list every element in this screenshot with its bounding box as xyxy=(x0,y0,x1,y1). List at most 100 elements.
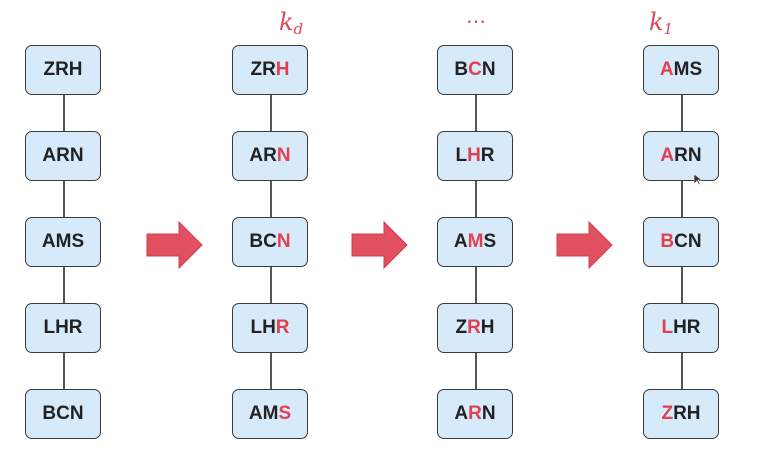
letter: H xyxy=(68,59,83,80)
highlighted-letter: R xyxy=(275,317,290,338)
letter: N xyxy=(687,231,702,252)
node-connector xyxy=(63,267,65,303)
letter: M xyxy=(55,231,72,252)
highlighted-letter: N xyxy=(276,231,291,252)
node-connector xyxy=(63,181,65,217)
node-connector xyxy=(681,95,683,131)
letter: R xyxy=(55,59,69,80)
node-connector xyxy=(475,353,477,389)
letter: A xyxy=(454,403,469,424)
letter: N xyxy=(481,403,496,424)
letter: S xyxy=(71,231,85,252)
highlighted-letter: Z xyxy=(661,403,674,424)
letter: H xyxy=(262,317,276,338)
letter: L xyxy=(43,317,56,338)
node-connector xyxy=(63,353,65,389)
letter: B xyxy=(249,231,264,252)
letter: A xyxy=(249,145,264,166)
letter: R xyxy=(263,145,277,166)
letter: R xyxy=(56,145,70,166)
letter: H xyxy=(480,317,495,338)
highlighted-letter: A xyxy=(659,59,674,80)
highlighted-letter: C xyxy=(468,59,482,80)
letter: C xyxy=(263,231,277,252)
right-arrow-icon xyxy=(146,221,203,269)
letter: A xyxy=(42,145,57,166)
label-kd-letter: k xyxy=(279,8,294,36)
letter: R xyxy=(68,317,83,338)
letter: H xyxy=(686,403,701,424)
node-connector xyxy=(270,267,272,303)
letter: C xyxy=(56,403,70,424)
letter: Z xyxy=(455,317,468,338)
right-arrow-icon xyxy=(351,221,408,269)
letter: H xyxy=(55,317,69,338)
mouse-pointer-icon xyxy=(694,174,702,186)
node-connector xyxy=(270,95,272,131)
highlighted-letter: L xyxy=(661,317,674,338)
letter: H xyxy=(673,317,687,338)
letter: Z xyxy=(250,59,263,80)
letter: N xyxy=(687,145,702,166)
letter: B xyxy=(42,403,57,424)
letter: R xyxy=(673,403,687,424)
label-k1-letter: k xyxy=(649,8,664,36)
highlighted-letter: R xyxy=(468,403,482,424)
node-connector xyxy=(270,181,272,217)
label-k1: k1 xyxy=(649,10,673,37)
label-kd-subscript: d xyxy=(293,20,304,38)
letter: N xyxy=(69,403,84,424)
letter: M xyxy=(262,403,279,424)
label-k1-subscript: 1 xyxy=(663,20,674,38)
highlighted-letter: H xyxy=(275,59,290,80)
node-connector xyxy=(475,181,477,217)
letter: R xyxy=(686,317,701,338)
node-connector xyxy=(681,181,683,217)
node-connector xyxy=(681,353,683,389)
letter: S xyxy=(483,231,497,252)
node-connector xyxy=(63,95,65,131)
letter: N xyxy=(69,145,84,166)
letter: S xyxy=(689,59,703,80)
highlighted-letter: M xyxy=(467,231,484,252)
highlighted-letter: H xyxy=(467,145,481,166)
right-arrow-icon xyxy=(556,221,613,269)
letter: B xyxy=(454,59,469,80)
label-ellipsis: … xyxy=(466,4,486,28)
letter: R xyxy=(262,59,276,80)
letter: M xyxy=(673,59,690,80)
highlighted-letter: R xyxy=(467,317,481,338)
node-connector xyxy=(475,267,477,303)
node-connector xyxy=(270,353,272,389)
letter: N xyxy=(481,59,496,80)
letter: C xyxy=(674,231,688,252)
letter: A xyxy=(248,403,263,424)
highlighted-letter: N xyxy=(276,145,291,166)
label-kd: kd xyxy=(279,10,303,37)
letter: R xyxy=(674,145,688,166)
highlighted-letter: A xyxy=(660,145,675,166)
